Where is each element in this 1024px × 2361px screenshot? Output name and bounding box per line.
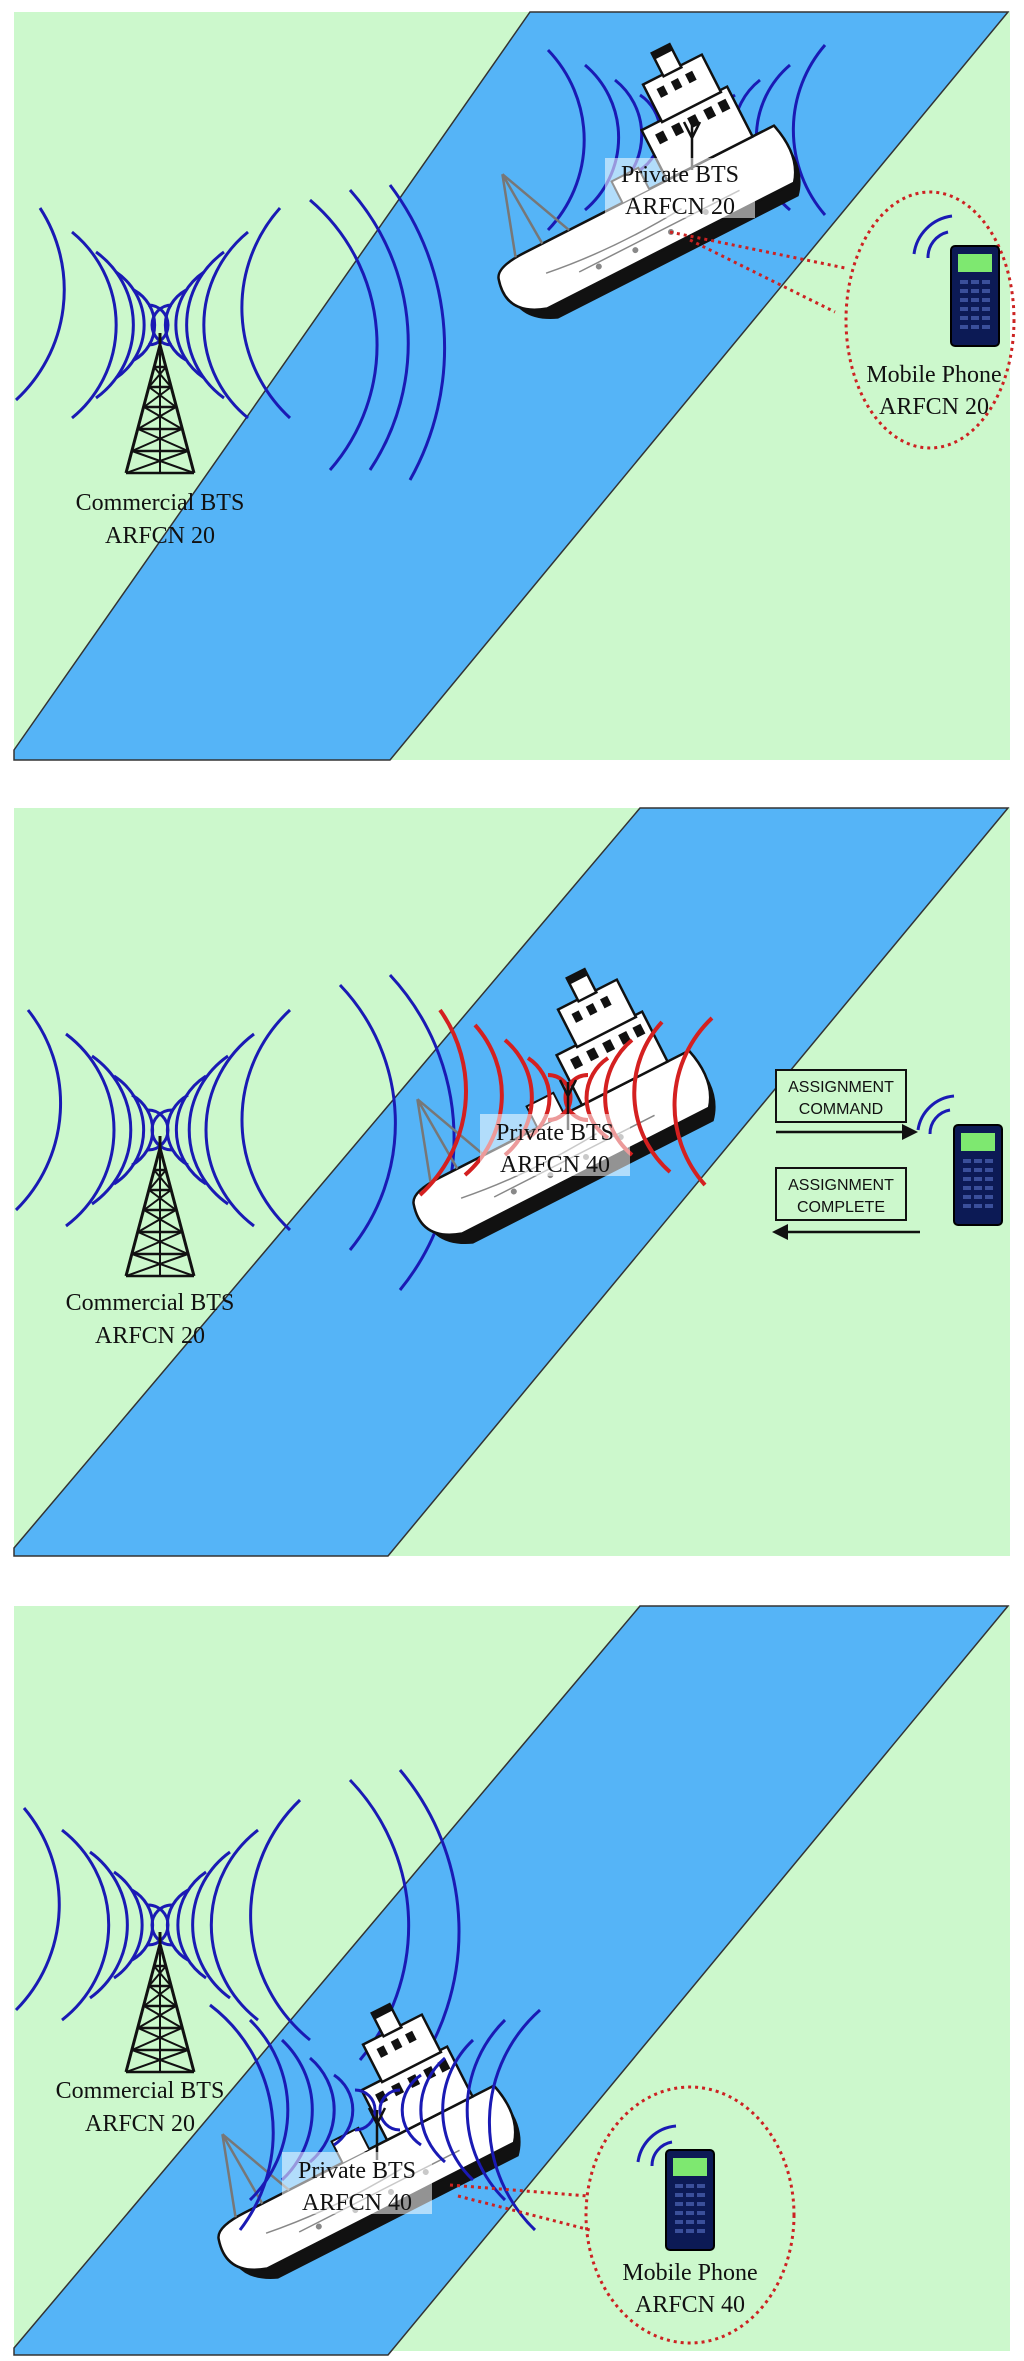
assignment-command-line1: ASSIGNMENT xyxy=(788,1079,894,1096)
mobile-phone-name: Mobile Phone xyxy=(866,362,1001,388)
private-bts-name: Private BTS xyxy=(621,162,739,188)
assignment-command-message: ASSIGNMENT COMMAND xyxy=(775,1069,918,1140)
commercial-bts-channel: ARFCN 20 xyxy=(85,2111,195,2137)
mobile-phone-icon xyxy=(665,2149,715,2251)
panel-2: Commercial BTS ARFCN 20 Private BTS ARFC… xyxy=(13,807,1010,1557)
phone-callout xyxy=(449,2085,796,2345)
commercial-bts-name: Commercial BTS xyxy=(56,2078,225,2104)
assignment-complete-message: ASSIGNMENT COMPLETE xyxy=(772,1167,920,1240)
phone-signal-waves xyxy=(912,214,953,259)
assignment-command-line2: COMMAND xyxy=(799,1101,883,1118)
commercial-bts-channel: ARFCN 20 xyxy=(95,1323,205,1349)
commercial-bts-waves xyxy=(14,973,456,1291)
commercial-bts-name: Commercial BTS xyxy=(66,1290,235,1316)
phone-signal-waves xyxy=(916,1094,955,1135)
mobile-phone-name: Mobile Phone xyxy=(622,2260,757,2286)
commercial-bts-waves xyxy=(14,184,447,481)
private-bts-waves xyxy=(209,2003,541,2232)
mobile-phone-channel: ARFCN 20 xyxy=(879,394,989,420)
private-bts-antenna-icon xyxy=(367,2107,387,2160)
assignment-complete-line1: ASSIGNMENT xyxy=(788,1177,894,1194)
private-bts-channel: ARFCN 40 xyxy=(500,1152,610,1178)
mobile-phone-icon xyxy=(950,245,1000,347)
private-bts-channel: ARFCN 40 xyxy=(302,2190,412,2216)
commercial-bts-name: Commercial BTS xyxy=(76,490,245,516)
phone-signal-waves xyxy=(636,2124,677,2167)
assignment-complete-line2: COMPLETE xyxy=(797,1199,885,1216)
mobile-phone-channel: ARFCN 40 xyxy=(635,2292,745,2318)
private-bts-name: Private BTS xyxy=(496,1120,614,1146)
phone-callout xyxy=(669,190,1016,450)
private-bts-name: Private BTS xyxy=(298,2158,416,2184)
private-bts-channel: ARFCN 20 xyxy=(625,194,735,220)
commercial-bts-channel: ARFCN 20 xyxy=(105,523,215,549)
panel-1: Commercial BTS ARFCN 20 Private BTS ARFC… xyxy=(13,11,1016,761)
mobile-phone-icon xyxy=(953,1124,1003,1226)
panel-3: Commercial BTS ARFCN 20 Private BTS ARFC… xyxy=(13,1605,1010,2356)
